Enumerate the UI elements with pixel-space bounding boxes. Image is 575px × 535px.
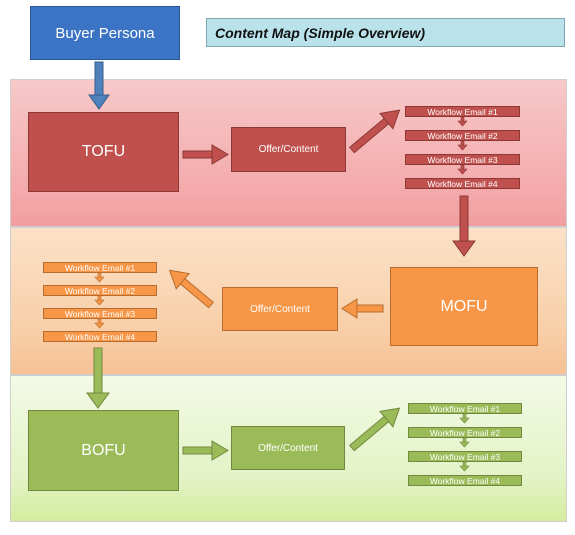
tofu-box: TOFU xyxy=(28,112,179,192)
bofu-email-connectors xyxy=(459,413,470,472)
mofu-workflow-email-4: Workflow Email #4 xyxy=(43,331,157,342)
arrow-mofu-to-offer xyxy=(341,298,384,319)
tofu-workflow-email-1: Workflow Email #1 xyxy=(405,106,520,117)
bofu-label: BOFU xyxy=(81,441,126,459)
arrow-tofu-emails-to-mofu xyxy=(452,195,476,257)
mofu-workflow-email-3: Workflow Email #3 xyxy=(43,308,157,319)
tofu-email-connectors xyxy=(457,116,468,175)
arrow-mofu-offer-to-emails xyxy=(168,269,214,309)
bofu-workflow-email-2: Workflow Email #2 xyxy=(408,427,522,438)
arrow-bofu-offer-to-emails xyxy=(349,407,401,452)
arrow-tofu-to-offer xyxy=(182,144,229,165)
tofu-offer-label: Offer/Content xyxy=(258,144,319,155)
bofu-offer-label: Offer/Content xyxy=(258,442,318,454)
bofu-workflow-email-1-label: Workflow Email #1 xyxy=(429,403,501,414)
tofu-workflow-email-1-label: Workflow Email #1 xyxy=(427,106,498,117)
bofu-workflow-email-4-label: Workflow Email #4 xyxy=(429,475,501,486)
buyer-persona-box: Buyer Persona xyxy=(30,6,180,60)
mofu-workflow-email-2-label: Workflow Email #2 xyxy=(64,285,136,296)
mofu-workflow-email-3-label: Workflow Email #3 xyxy=(64,308,136,319)
bofu-offer-box: Offer/Content xyxy=(231,426,345,470)
arrow-persona-to-tofu xyxy=(88,61,110,110)
mofu-label: MOFU xyxy=(440,297,488,315)
mofu-offer-label: Offer/Content xyxy=(250,303,310,315)
tofu-workflow-email-2-label: Workflow Email #2 xyxy=(427,130,498,141)
mofu-workflow-email-4-label: Workflow Email #4 xyxy=(64,331,136,342)
mofu-workflow-email-1-label: Workflow Email #1 xyxy=(64,262,136,273)
tofu-label: TOFU xyxy=(81,143,126,160)
tofu-workflow-email-2: Workflow Email #2 xyxy=(405,130,520,141)
tofu-workflow-email-4: Workflow Email #4 xyxy=(405,178,520,189)
buyer-persona-label: Buyer Persona xyxy=(55,24,155,42)
bofu-workflow-email-3: Workflow Email #3 xyxy=(408,451,522,462)
bofu-box: BOFU xyxy=(28,410,179,491)
tofu-workflow-email-4-label: Workflow Email #4 xyxy=(427,178,498,189)
tofu-workflow-email-3-label: Workflow Email #3 xyxy=(427,154,498,165)
arrow-tofu-offer-to-emails xyxy=(349,109,401,154)
arrow-mofu-emails-to-bofu xyxy=(86,347,110,409)
arrow-bofu-to-offer xyxy=(182,440,229,461)
tofu-workflow-email-3: Workflow Email #3 xyxy=(405,154,520,165)
mofu-workflow-email-2: Workflow Email #2 xyxy=(43,285,157,296)
mofu-email-connectors xyxy=(94,272,105,329)
bofu-workflow-email-4: Workflow Email #4 xyxy=(408,475,522,486)
bofu-workflow-email-3-label: Workflow Email #3 xyxy=(429,451,501,462)
bofu-workflow-email-2-label: Workflow Email #2 xyxy=(429,427,501,438)
tofu-offer-box: Offer/Content xyxy=(231,127,346,172)
mofu-offer-box: Offer/Content xyxy=(222,287,338,331)
diagram-title: Content Map (Simple Overview) xyxy=(215,24,426,41)
mofu-workflow-email-1: Workflow Email #1 xyxy=(43,262,157,273)
bofu-workflow-email-1: Workflow Email #1 xyxy=(408,403,522,414)
mofu-box: MOFU xyxy=(390,267,538,346)
diagram-title-box: Content Map (Simple Overview) xyxy=(206,18,565,47)
